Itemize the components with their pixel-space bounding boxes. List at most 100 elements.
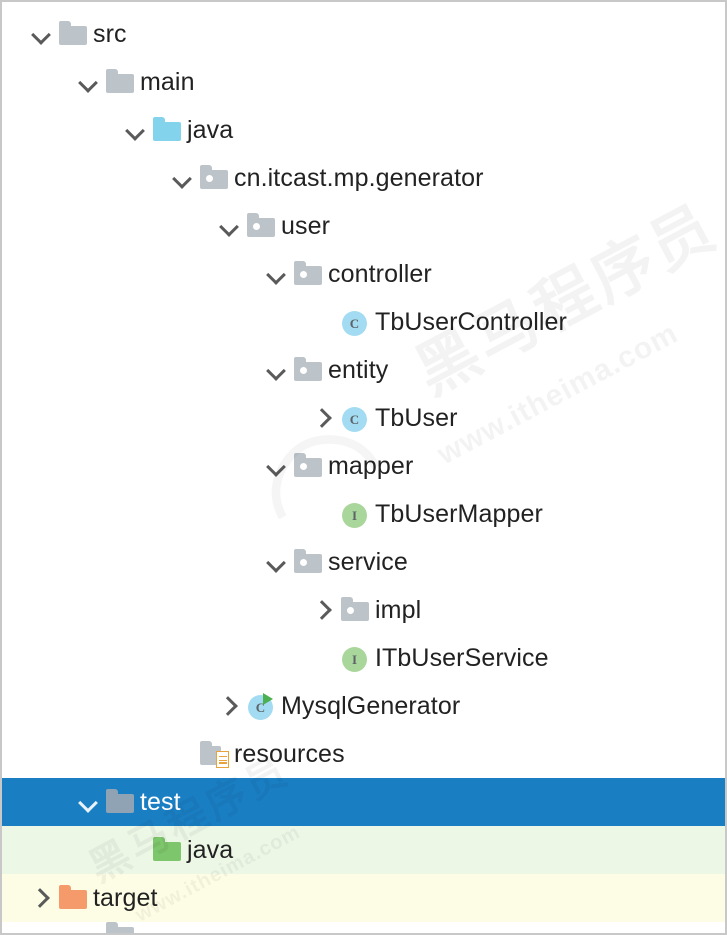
icon-letter: C	[342, 407, 367, 432]
java-interface-icon: I	[340, 499, 370, 529]
package-dot	[253, 223, 260, 230]
package-dot	[300, 271, 307, 278]
tree-row[interactable]: target	[2, 874, 725, 922]
tree-row[interactable]: java	[2, 826, 725, 874]
chevron-placeholder	[308, 307, 338, 337]
folder-shape	[247, 213, 275, 237]
tree-row[interactable]	[2, 922, 725, 933]
tree-row-label: impl	[375, 595, 422, 624]
chevron-right-icon[interactable]	[308, 595, 338, 625]
folder-shape	[59, 21, 87, 45]
tree-row-label: cn.itcast.mp.generator	[234, 163, 484, 192]
package-folder-icon	[293, 259, 323, 289]
chevron-down-icon[interactable]	[73, 67, 103, 97]
tree-row[interactable]: main	[2, 58, 725, 106]
tree-row[interactable]: I TbUserMapper	[2, 490, 725, 538]
test-folder-icon	[105, 787, 135, 817]
chevron-right-icon[interactable]	[214, 691, 244, 721]
runnable-class-icon: C	[246, 691, 276, 721]
package-dot	[206, 175, 213, 182]
package-dot	[300, 463, 307, 470]
chevron-down-icon[interactable]	[73, 787, 103, 817]
folder-shape	[106, 789, 134, 813]
tree-row-label: target	[93, 883, 158, 912]
tree-row-label: user	[281, 211, 331, 240]
tree-row-label: main	[140, 67, 195, 96]
chevron-right-icon[interactable]	[308, 403, 338, 433]
icon-letter: I	[342, 503, 367, 528]
tree-row-label: TbUser	[375, 403, 458, 432]
tree-row-label: resources	[234, 739, 345, 768]
package-dot	[347, 607, 354, 614]
chevron-placeholder	[308, 643, 338, 673]
tree-row-label: controller	[328, 259, 432, 288]
icon-letter: I	[342, 647, 367, 672]
tree-row[interactable]: user	[2, 202, 725, 250]
java-interface-icon: I	[340, 643, 370, 673]
resources-folder-icon	[199, 739, 229, 769]
tree-row[interactable]: mapper	[2, 442, 725, 490]
tree-row[interactable]: service	[2, 538, 725, 586]
tree-row-label: mapper	[328, 451, 414, 480]
package-folder-icon	[340, 595, 370, 625]
folder-shape	[294, 453, 322, 477]
chevron-placeholder	[120, 835, 150, 865]
folder-shape	[59, 885, 87, 909]
chevron-down-icon[interactable]	[261, 355, 291, 385]
chevron-down-icon[interactable]	[26, 19, 56, 49]
tree-row-label: MysqlGenerator	[281, 691, 461, 720]
run-play-arrow-icon	[263, 693, 273, 705]
tree-row-label: java	[187, 835, 234, 864]
tree-row-label: service	[328, 547, 408, 576]
folder-shape	[294, 261, 322, 285]
tree-row-label: src	[93, 19, 127, 48]
tree-row[interactable]: entity	[2, 346, 725, 394]
folder-icon	[58, 19, 88, 49]
icon-letter: C	[342, 311, 367, 336]
folder-shape	[341, 597, 369, 621]
tree-row-label: test	[140, 787, 181, 816]
resources-lines	[216, 751, 229, 768]
folder-shape	[153, 837, 181, 861]
tree-row-label: TbUserMapper	[375, 499, 543, 528]
folder-shape	[153, 117, 181, 141]
java-class-icon: C	[340, 403, 370, 433]
tree-row-label: ITbUserService	[375, 643, 549, 672]
package-dot	[300, 559, 307, 566]
excluded-folder-icon	[58, 883, 88, 913]
folder-icon	[105, 67, 135, 97]
tree-row[interactable]: C TbUser	[2, 394, 725, 442]
folder-shape	[200, 741, 221, 765]
package-folder-icon	[293, 451, 323, 481]
package-folder-icon	[293, 355, 323, 385]
chevron-down-icon[interactable]	[214, 211, 244, 241]
tree-row[interactable]: test	[2, 778, 725, 826]
package-folder-icon	[246, 211, 276, 241]
tree-row-label: entity	[328, 355, 389, 384]
package-folder-icon	[199, 163, 229, 193]
tree-row[interactable]: src	[2, 10, 725, 58]
chevron-down-icon[interactable]	[167, 163, 197, 193]
chevron-placeholder	[308, 499, 338, 529]
tree-row[interactable]: I ITbUserService	[2, 634, 725, 682]
folder-shape	[294, 357, 322, 381]
chevron-down-icon[interactable]	[120, 115, 150, 145]
chevron-down-icon[interactable]	[261, 451, 291, 481]
tree-row-label: java	[187, 115, 234, 144]
tree-row[interactable]: java	[2, 106, 725, 154]
tree-row[interactable]: impl	[2, 586, 725, 634]
tree-row[interactable]: controller	[2, 250, 725, 298]
tree-row[interactable]: cn.itcast.mp.generator	[2, 154, 725, 202]
chevron-down-icon[interactable]	[261, 259, 291, 289]
chevron-placeholder	[73, 922, 103, 933]
folder-shape	[294, 549, 322, 573]
folder-icon	[105, 922, 135, 933]
tree-row[interactable]: resources	[2, 730, 725, 778]
java-class-icon: C	[340, 307, 370, 337]
chevron-down-icon[interactable]	[261, 547, 291, 577]
chevron-right-icon[interactable]	[26, 883, 56, 913]
